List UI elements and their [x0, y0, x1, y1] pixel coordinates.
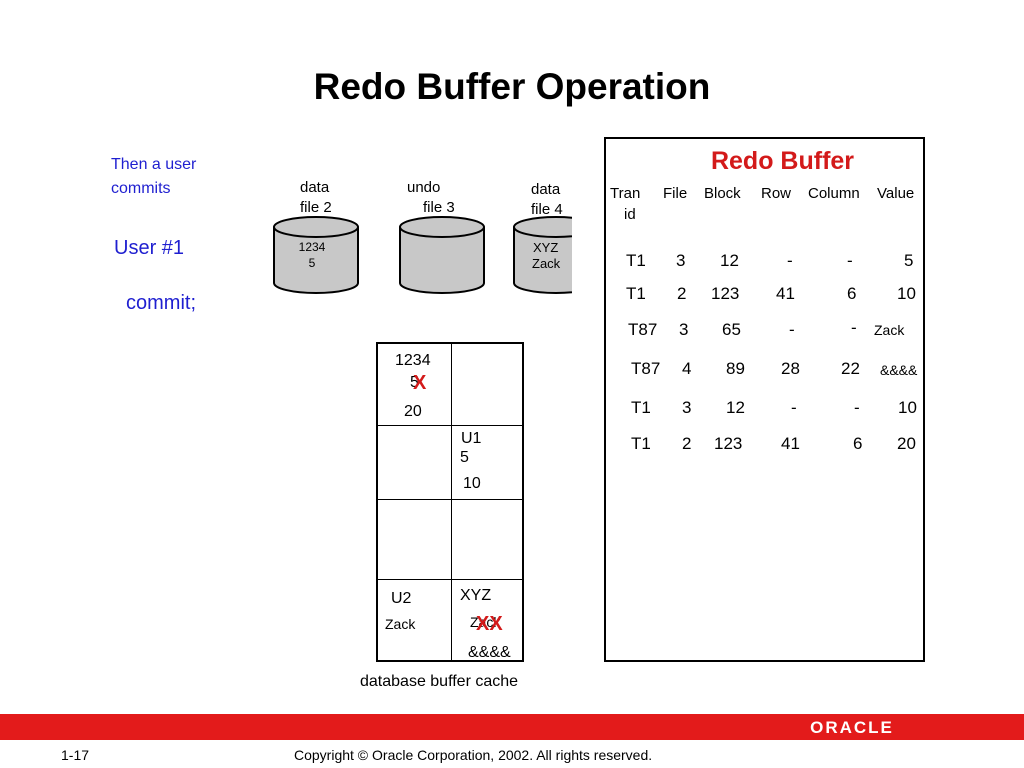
file3-label-2: file 3 [423, 199, 455, 216]
oracle-logo-text: ORACLE [810, 718, 894, 737]
cache-block4-new-value: &&&& [468, 644, 511, 661]
redo-cell: T1 [626, 284, 646, 303]
redo-cell: &&&& [880, 362, 918, 378]
page-title: Redo Buffer Operation [313, 66, 711, 107]
redo-cell: - [854, 398, 860, 417]
redo-buffer-box [604, 137, 925, 662]
undo-u2-label: U2 [391, 590, 412, 607]
buffer-cache-grid [376, 342, 524, 662]
redo-cell: 12 [726, 398, 745, 417]
redo-cell: 41 [781, 434, 800, 453]
redo-cell: 28 [781, 359, 800, 378]
grid-divider [378, 579, 522, 580]
cache-block1-value: 1234 [395, 352, 431, 369]
redo-cell: - [847, 251, 853, 270]
file2-content-1: 1234 [298, 240, 326, 254]
redo-cell: 6 [847, 284, 857, 303]
datafile-cylinders [273, 216, 572, 294]
redo-cell: 4 [682, 359, 692, 378]
redo-cell: 6 [853, 434, 863, 453]
grid-divider [451, 344, 452, 660]
redo-cell: - [851, 318, 857, 337]
redo-cell: 2 [677, 284, 687, 303]
user-label: User #1 [114, 237, 185, 259]
file2-content-2: 5 [308, 256, 316, 270]
redo-cell: 123 [711, 284, 740, 303]
undo-u1-label: U1 [461, 430, 482, 447]
redo-cell: 3 [679, 320, 689, 339]
grid-divider [378, 425, 522, 426]
file4-label-2: file 4 [531, 201, 563, 218]
cache-block1-new-value: 20 [404, 403, 422, 420]
redo-cell: 123 [714, 434, 743, 453]
cache-block4-value: XYZ [460, 587, 492, 604]
undo-u1-value-1: 5 [460, 449, 469, 466]
redo-cell: 5 [904, 251, 914, 270]
file4-content-1: XYZ [533, 240, 559, 255]
note-line-2: commits [111, 180, 171, 197]
grid-divider [378, 499, 522, 500]
redo-cell: 10 [898, 398, 917, 417]
redo-cell: 12 [720, 251, 739, 270]
redo-cell: Zack [874, 322, 905, 338]
redo-cell: 3 [682, 398, 692, 417]
file4-content-2: Zack [532, 256, 561, 271]
oracle-logo: ORACLE [810, 718, 894, 737]
note-line-1: Then a user [111, 156, 197, 173]
undo-u1-value-2: 10 [463, 475, 481, 492]
redo-cell: T87 [628, 320, 658, 339]
redo-header-block: Block [704, 185, 741, 202]
redo-header-column: Column [808, 185, 860, 202]
redo-cell: 3 [676, 251, 686, 270]
redo-cell: 89 [726, 359, 745, 378]
data-file-2-cylinder [273, 216, 359, 294]
redo-header-id: id [624, 206, 636, 223]
redo-cell: - [789, 320, 795, 339]
redo-header-row: Row [761, 185, 792, 202]
cache-block1-old-value: 5 [410, 374, 419, 391]
data-file-4-cylinder [513, 216, 572, 294]
file2-label-1: data [300, 179, 330, 196]
redo-cell: 41 [776, 284, 795, 303]
commit-command: commit; [126, 292, 196, 314]
redo-cell: 10 [897, 284, 916, 303]
redo-header-value: Value [877, 185, 915, 202]
cache-block4-cross-mark: XX [476, 613, 503, 635]
file2-label-2: file 2 [300, 199, 332, 216]
file3-label-1: undo [407, 179, 441, 196]
undo-u2-value: Zack [385, 616, 416, 632]
redo-header-file: File [663, 185, 688, 202]
redo-cell: T1 [626, 251, 646, 270]
redo-cell: - [791, 398, 797, 417]
redo-cell: 2 [682, 434, 692, 453]
redo-cell: T1 [631, 398, 651, 417]
redo-cell: - [787, 251, 793, 270]
undo-file-3-cylinder [399, 216, 485, 294]
file4-label-1: data [531, 181, 561, 198]
buffer-cache-caption: database buffer cache [360, 673, 519, 690]
footer-bar [0, 714, 1024, 740]
redo-cell: T1 [631, 434, 651, 453]
redo-cell: T87 [631, 359, 661, 378]
page-number: 1-17 [61, 747, 90, 763]
cache-block4-old-value: Zack [470, 614, 501, 630]
redo-cell: 65 [722, 320, 741, 339]
redo-cell: 20 [897, 434, 916, 453]
redo-header-tran: Tran [610, 185, 641, 202]
cache-block1-cross-mark: X [413, 372, 427, 394]
redo-buffer-title: Redo Buffer [710, 147, 855, 175]
redo-cell: 22 [841, 359, 860, 378]
copyright-text: Copyright © Oracle Corporation, 2002. Al… [294, 747, 653, 763]
